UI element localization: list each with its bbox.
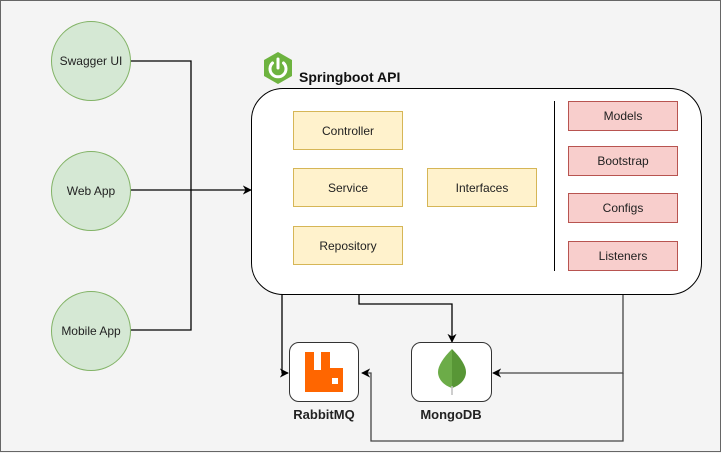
layer-label: Controller bbox=[321, 123, 375, 138]
module-bootstrap[interactable]: Bootstrap bbox=[568, 146, 678, 176]
module-label: Listeners bbox=[598, 249, 648, 263]
module-label: Bootstrap bbox=[597, 154, 649, 168]
edge-swagger-to-api bbox=[131, 60, 192, 190]
layer-label: Service bbox=[327, 180, 368, 195]
service-label: MongoDB bbox=[420, 407, 482, 422]
layer-controller[interactable]: Controller bbox=[293, 111, 403, 150]
module-listeners[interactable]: Listeners bbox=[568, 241, 678, 271]
layer-repository[interactable]: Repository bbox=[293, 226, 403, 265]
client-web-app[interactable]: Web App bbox=[51, 151, 131, 231]
service-label: RabbitMQ bbox=[293, 407, 355, 422]
layer-label: Interfaces bbox=[455, 180, 509, 195]
layer-service[interactable]: Service bbox=[293, 168, 403, 207]
api-title: Springboot API bbox=[299, 69, 401, 85]
service-rabbitmq[interactable] bbox=[289, 342, 359, 402]
client-label: Mobile App bbox=[61, 324, 121, 338]
client-mobile-app[interactable]: Mobile App bbox=[51, 291, 131, 371]
edge-mobile-to-api bbox=[131, 190, 192, 331]
client-label: Swagger UI bbox=[59, 54, 123, 68]
mongodb-leaf-icon bbox=[437, 349, 466, 395]
module-label: Configs bbox=[602, 201, 644, 215]
layer-label: Repository bbox=[319, 238, 377, 253]
service-mongodb[interactable] bbox=[411, 342, 492, 402]
rabbitmq-icon bbox=[305, 352, 343, 392]
layer-interfaces[interactable]: Interfaces bbox=[427, 168, 537, 207]
spring-power-icon bbox=[264, 52, 292, 84]
module-models[interactable]: Models bbox=[568, 101, 678, 131]
module-label: Models bbox=[603, 109, 643, 123]
client-swagger-ui[interactable]: Swagger UI bbox=[51, 21, 131, 101]
edge-listeners-rabbitmq bbox=[361, 368, 624, 442]
api-divider bbox=[554, 101, 555, 271]
client-label: Web App bbox=[66, 184, 116, 198]
module-configs[interactable]: Configs bbox=[568, 193, 678, 223]
